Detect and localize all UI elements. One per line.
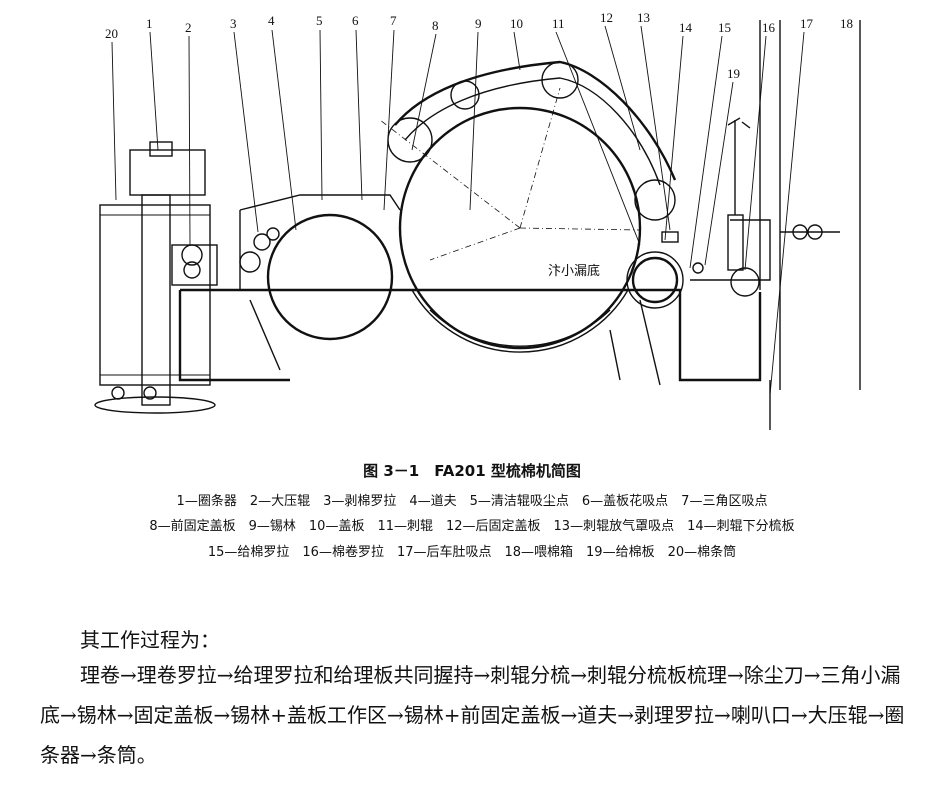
doffer: [239, 213, 394, 341]
feed-section: [692, 117, 760, 297]
label-17: 17: [800, 16, 814, 31]
label-7: 7: [390, 13, 397, 28]
label-18: 18: [840, 16, 853, 31]
label-16: 16: [762, 20, 776, 35]
figure-legend-line: 1—圈条器 2—大压辊 3—剥棉罗拉 4—道夫 5—清洁辊吸尘点 6—盖板花吸点…: [176, 494, 768, 509]
label-14: 14: [679, 20, 693, 35]
licker-in: [626, 231, 684, 309]
feed-hopper: [759, 20, 861, 390]
handwritten-note: 汴小漏底: [548, 263, 600, 279]
label-9: 9: [475, 16, 482, 31]
sliver-can: [94, 204, 216, 414]
label-11: 11: [552, 16, 565, 31]
label-15: 15: [718, 20, 731, 35]
revolving-flats: [387, 60, 677, 221]
fa201-carding-machine-diagram: 20 1 2 3 4 5 6 7 8 9 10 11 12 13 14 15 1…: [94, 10, 861, 430]
label-20: 20: [105, 26, 118, 41]
process-intro: 其工作过程为：: [80, 628, 220, 652]
figure-title: 图 3－1 FA201 型梳棉机简图: [363, 462, 581, 480]
label-19: 19: [727, 66, 740, 81]
machine-frame: [178, 194, 771, 430]
coiler: [129, 141, 218, 406]
process-description: 理卷→理卷罗拉→给理罗拉和给理板共同握持→刺辊分梳→刺辊分梳板梳理→除尘刀→三角…: [40, 663, 905, 767]
figure-legend-line: 8—前固定盖板 9—锡林 10—盖板 11—刺辊 12—后固定盖板 13—刺辊放…: [149, 519, 795, 534]
label-10: 10: [510, 16, 523, 31]
label-3: 3: [230, 16, 237, 31]
cylinder: [379, 87, 642, 353]
label-5: 5: [316, 13, 323, 28]
label-12: 12: [600, 10, 613, 25]
label-1: 1: [146, 16, 153, 31]
leader-lines: [111, 25, 805, 396]
label-8: 8: [432, 18, 439, 33]
label-6: 6: [352, 13, 359, 28]
figure-legend-line: 15—给棉罗拉 16—棉卷罗拉 17—后车肚吸点 18—喂棉箱 19—给棉板 2…: [207, 545, 737, 560]
label-13: 13: [637, 10, 650, 25]
part-number-labels: 20 1 2 3 4 5 6 7 8 9 10 11 12 13 14 15 1…: [105, 10, 853, 81]
label-4: 4: [268, 13, 275, 28]
label-2: 2: [185, 20, 192, 35]
